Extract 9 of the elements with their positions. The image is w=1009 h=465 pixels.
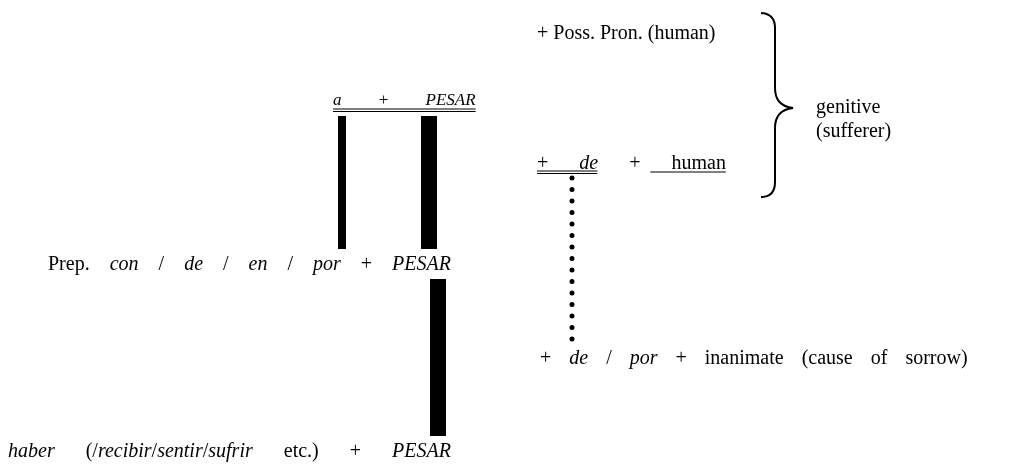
phrase-text: + Poss. Pron. (human) xyxy=(537,20,716,44)
phrase-text: Prep. con / de / en / por + PESAR xyxy=(48,251,451,275)
connector-bar xyxy=(421,116,437,249)
phrase-text: + de + human xyxy=(537,150,726,174)
group-label: genitive (sufferer) xyxy=(816,94,893,142)
phrase-text: + de / por + inanimate (cause of sorrow) xyxy=(540,345,968,369)
connector-bar xyxy=(430,279,446,436)
phrase-text: haber (/recibir/sentir/sufrir etc.) + PESAR xyxy=(8,438,451,462)
phrase-text: a + PESAR xyxy=(333,88,476,112)
